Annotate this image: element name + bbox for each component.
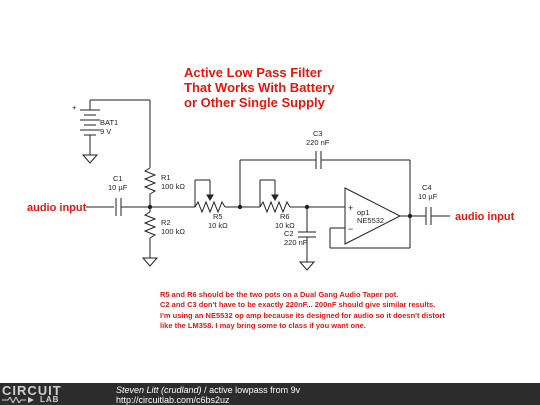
note-line: like the LM358. I may bring some to clas… xyxy=(160,320,366,330)
circuitlab-logo-mark-icon xyxy=(2,397,34,403)
junction-dot xyxy=(407,213,413,219)
r6-value-label: 10 kΩ xyxy=(275,221,295,230)
r5-value-label: 10 kΩ xyxy=(208,221,228,230)
capacitor-c4[interactable] xyxy=(425,207,432,225)
c4-value-label: 10 µF xyxy=(418,192,438,201)
title-line-1: Active Low Pass Filter xyxy=(184,65,322,80)
bat1-plus-sign: + xyxy=(72,103,77,112)
note-line: I'm using an NE5532 op amp because its d… xyxy=(160,310,445,320)
r1-name-label: R1 xyxy=(161,173,171,182)
circuitlab-logo[interactable]: CIRCUIT xyxy=(2,383,62,398)
author-link[interactable]: Steven Litt (crudland) xyxy=(116,385,202,395)
footer-title-line: Steven Litt (crudland) / active lowpass … xyxy=(116,385,300,395)
input-label: audio input xyxy=(27,202,87,214)
junction-dot xyxy=(237,204,243,210)
c1-name-label: C1 xyxy=(113,174,123,183)
c4-name-label: C4 xyxy=(422,183,432,192)
capacitor-c2[interactable] xyxy=(298,231,316,238)
c2-name-label: C2 xyxy=(284,229,294,238)
op1-noninverting-sign: + xyxy=(348,203,353,213)
potentiometer-r5[interactable] xyxy=(194,179,226,214)
r5-name-label: R5 xyxy=(213,212,223,221)
resistor-r2[interactable] xyxy=(143,211,157,239)
circuit-url-link[interactable]: http://circuitlab.com/c6bs2uz xyxy=(116,395,230,405)
note-line: R5 and R6 should be the two pots on a Du… xyxy=(160,290,399,299)
title-separator: / xyxy=(201,385,210,395)
note-line: C2 and C3 don't have to be exactly 220nF… xyxy=(160,300,436,310)
output-label: audio input xyxy=(455,211,515,223)
schematic-title: Active Low Pass Filter That Works With B… xyxy=(184,65,335,110)
title-line-3: or Other Single Supply xyxy=(184,95,325,110)
battery-bat1[interactable] xyxy=(80,99,150,164)
op1-name-label: op1 xyxy=(357,208,370,217)
r1-value-label: 100 kΩ xyxy=(161,182,185,191)
junction-dot xyxy=(147,204,153,210)
title-line-2: That Works With Battery xyxy=(184,80,335,95)
junction-dot xyxy=(304,204,310,210)
c1-value-label: 10 µF xyxy=(108,183,128,192)
capacitor-c3[interactable] xyxy=(315,151,322,169)
c3-value-label: 220 nF xyxy=(306,138,330,147)
circuitlab-logo-lab: LAB xyxy=(40,395,60,404)
bat1-value-label: 9 V xyxy=(100,127,111,136)
op1-inverting-sign: − xyxy=(348,224,353,234)
r6-name-label: R6 xyxy=(280,212,290,221)
r2-value-label: 100 kΩ xyxy=(161,227,185,236)
notes-block: R5 and R6 should be the two pots on a Du… xyxy=(160,290,445,331)
schematic-canvas: + BAT1 9 V C1 10 µF R1 100 kΩ R2 100 kΩ … xyxy=(27,99,515,271)
circuit-title-link[interactable]: active lowpass from 9v xyxy=(209,385,301,395)
footer-bar: CIRCUIT LAB Steven Litt (crudland) / act… xyxy=(0,383,540,405)
c3-name-label: C3 xyxy=(313,129,323,138)
resistor-r1[interactable] xyxy=(143,167,157,195)
potentiometer-r6[interactable] xyxy=(259,179,291,214)
opamp-op1[interactable] xyxy=(344,187,402,245)
bat1-name-label: BAT1 xyxy=(100,118,118,127)
r2-name-label: R2 xyxy=(161,218,171,227)
c2-value-label: 220 nF xyxy=(284,238,308,247)
op1-value-label: NE5532 xyxy=(357,216,384,225)
capacitor-c1[interactable] xyxy=(115,198,122,216)
